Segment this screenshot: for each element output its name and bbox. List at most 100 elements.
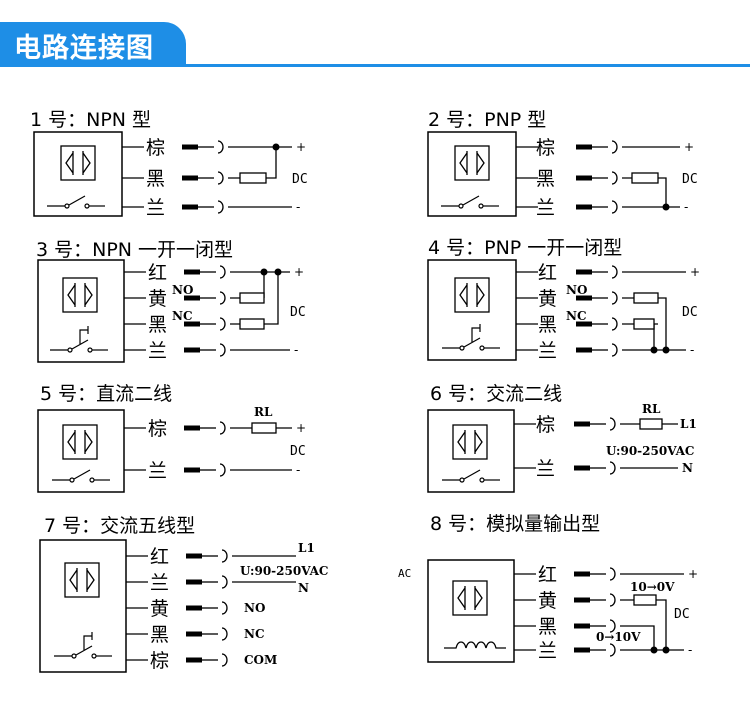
voltage-label: U:90-250VAC bbox=[606, 444, 694, 458]
page-title: 电路连接图 bbox=[14, 33, 154, 64]
no-tag: NO bbox=[566, 283, 587, 297]
panel-5-title: 5 号：直流二线 bbox=[40, 383, 172, 405]
wire-lead bbox=[123, 421, 226, 435]
junction-dot bbox=[662, 346, 670, 354]
wire-label: 棕 bbox=[150, 650, 169, 672]
dc-label: DC bbox=[682, 172, 698, 187]
panel-8-analog-output: 8 号：模拟量输出型 AC 红 黄 黑 兰 10→0V 0→10V + - DC bbox=[398, 513, 698, 663]
wire-label: 棕 bbox=[536, 137, 555, 159]
wire-lead bbox=[513, 567, 616, 581]
minus-sign: - bbox=[296, 200, 300, 214]
dc-label: DC bbox=[290, 305, 306, 320]
load-label: RL bbox=[254, 405, 273, 419]
wire-label: 黑 bbox=[538, 616, 557, 638]
wire-label: 兰 bbox=[538, 640, 557, 662]
sensor-body bbox=[37, 259, 125, 363]
header-tab: 电路连接图 bbox=[0, 22, 186, 66]
wire-label: 兰 bbox=[148, 340, 167, 362]
wire-lead bbox=[515, 343, 618, 357]
wire-lead bbox=[515, 200, 618, 214]
sensor-body bbox=[427, 559, 515, 663]
resistor bbox=[633, 318, 655, 330]
panel-3-npn-no-nc: 3 号：NPN 一开一闭型 红 黄 黑 兰 NO NC + - DC bbox=[36, 239, 306, 363]
wire-lead bbox=[123, 463, 226, 477]
coil-icon bbox=[444, 641, 506, 649]
wire-lead bbox=[125, 653, 228, 667]
com-output: COM bbox=[244, 653, 277, 667]
resistor bbox=[239, 318, 265, 330]
wire-label: 红 bbox=[538, 262, 557, 284]
n-label: N bbox=[682, 461, 693, 475]
resistor bbox=[633, 594, 657, 606]
junction-dot bbox=[662, 203, 670, 211]
no-tag: NO bbox=[172, 283, 193, 297]
wire-lead bbox=[515, 171, 618, 185]
wire-label: 黑 bbox=[538, 314, 557, 336]
wire-lead bbox=[125, 627, 228, 641]
l1-label: L1 bbox=[680, 417, 697, 431]
wire-lead bbox=[125, 601, 228, 615]
panel-6-title: 6 号：交流二线 bbox=[430, 383, 562, 405]
wire-label: 黑 bbox=[150, 624, 169, 646]
dc-label: DC bbox=[290, 444, 306, 459]
wire-label: 黄 bbox=[148, 288, 167, 310]
panel-2-title: 2 号：PNP 型 bbox=[428, 109, 546, 131]
wire-lead bbox=[513, 643, 616, 657]
header-underline bbox=[0, 64, 750, 67]
panel-4-pnp-no-nc: 4 号：PNP 一开一闭型 红 黄 黑 兰 NO NC + - DC bbox=[427, 237, 700, 362]
minus-sign: - bbox=[688, 643, 692, 657]
sensor-body bbox=[427, 131, 517, 217]
panel-1-title: 1 号：NPN 型 bbox=[30, 109, 151, 131]
wire-lead bbox=[121, 200, 224, 214]
minus-sign: - bbox=[690, 343, 694, 357]
wire-lead bbox=[125, 549, 228, 563]
wire-label: 黄 bbox=[150, 598, 169, 620]
wire-label: 红 bbox=[148, 262, 167, 284]
resistor bbox=[251, 422, 277, 434]
junction-dot bbox=[650, 346, 658, 354]
nc-tag: NC bbox=[566, 309, 587, 323]
wire-label: 兰 bbox=[148, 460, 167, 482]
n-label: N bbox=[298, 581, 309, 595]
plus-sign: + bbox=[296, 140, 306, 154]
dc-label: DC bbox=[292, 172, 308, 187]
wire-label: 黄 bbox=[538, 590, 557, 612]
wire-label: 兰 bbox=[150, 572, 169, 594]
dc-label: DC bbox=[682, 305, 698, 320]
wire-lead bbox=[515, 265, 618, 279]
wire-lead bbox=[513, 461, 616, 475]
wire-label: 黑 bbox=[536, 168, 555, 190]
edge-label: AC bbox=[398, 567, 411, 580]
nc-tag: NC bbox=[172, 309, 193, 323]
l1-label: L1 bbox=[298, 541, 315, 555]
junction-dot bbox=[260, 268, 268, 276]
plus-sign: + bbox=[690, 265, 700, 279]
wire-lead bbox=[121, 171, 224, 185]
wire-lead bbox=[513, 593, 616, 607]
junction-dot bbox=[662, 646, 670, 654]
range-label-1: 10→0V bbox=[630, 580, 675, 594]
wire-label: 兰 bbox=[536, 458, 555, 480]
wire-lead bbox=[515, 140, 618, 154]
wire-label: 红 bbox=[538, 564, 557, 586]
voltage-label: U:90-250VAC bbox=[240, 564, 328, 578]
minus-sign: - bbox=[296, 463, 300, 477]
sensor-body bbox=[427, 409, 515, 493]
panel-2-pnp: 2 号：PNP 型 棕 黑 兰 + - DC bbox=[427, 109, 698, 219]
wire-label: 兰 bbox=[536, 197, 555, 219]
wire-label: 棕 bbox=[146, 137, 165, 159]
panel-1-npn: 1 号：NPN 型 棕 黑 兰 + - DC bbox=[30, 109, 308, 219]
wire-lead bbox=[125, 575, 228, 589]
resistor bbox=[631, 172, 659, 184]
junction-dot bbox=[650, 646, 658, 654]
wire-lead bbox=[513, 417, 616, 431]
plus-sign: + bbox=[294, 265, 304, 279]
panel-4-title: 4 号：PNP 一开一闭型 bbox=[428, 237, 622, 259]
wire-label: 兰 bbox=[538, 340, 557, 362]
sensor-body bbox=[39, 539, 127, 673]
minus-sign: - bbox=[294, 343, 298, 357]
wire-label: 黑 bbox=[148, 314, 167, 336]
dc-label: DC bbox=[674, 607, 690, 622]
wire-lead bbox=[121, 140, 224, 154]
